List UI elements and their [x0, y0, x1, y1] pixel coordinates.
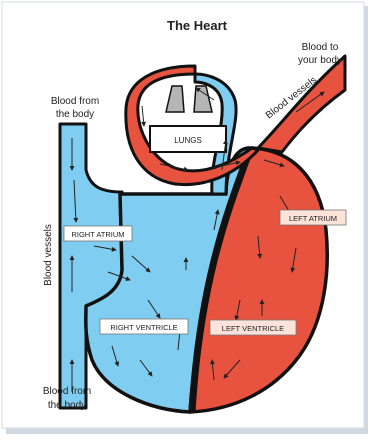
label-blood-vessels-left: Blood vessels — [43, 224, 54, 286]
label-right-ventricle: RIGHT VENTRICLE — [110, 323, 177, 332]
label-left-atrium: LEFT ATRIUM — [289, 214, 337, 223]
label-blood-from-body-bottom-line1: Blood from — [43, 386, 91, 397]
label-blood-from-body-bottom-line2: the body — [48, 400, 86, 411]
diagram-title: The Heart — [167, 18, 228, 33]
label-blood-to-body-line2: your body — [298, 55, 342, 66]
label-blood-from-body-top-line2: the body — [56, 109, 94, 120]
label-lungs: LUNGS — [174, 136, 202, 145]
label-blood-from-body-top-line1: Blood from — [51, 96, 99, 107]
label-left-ventricle: LEFT VENTRICLE — [222, 324, 284, 333]
label-right-atrium: RIGHT ATRIUM — [71, 230, 124, 239]
label-blood-to-body-line1: Blood to — [302, 42, 339, 53]
